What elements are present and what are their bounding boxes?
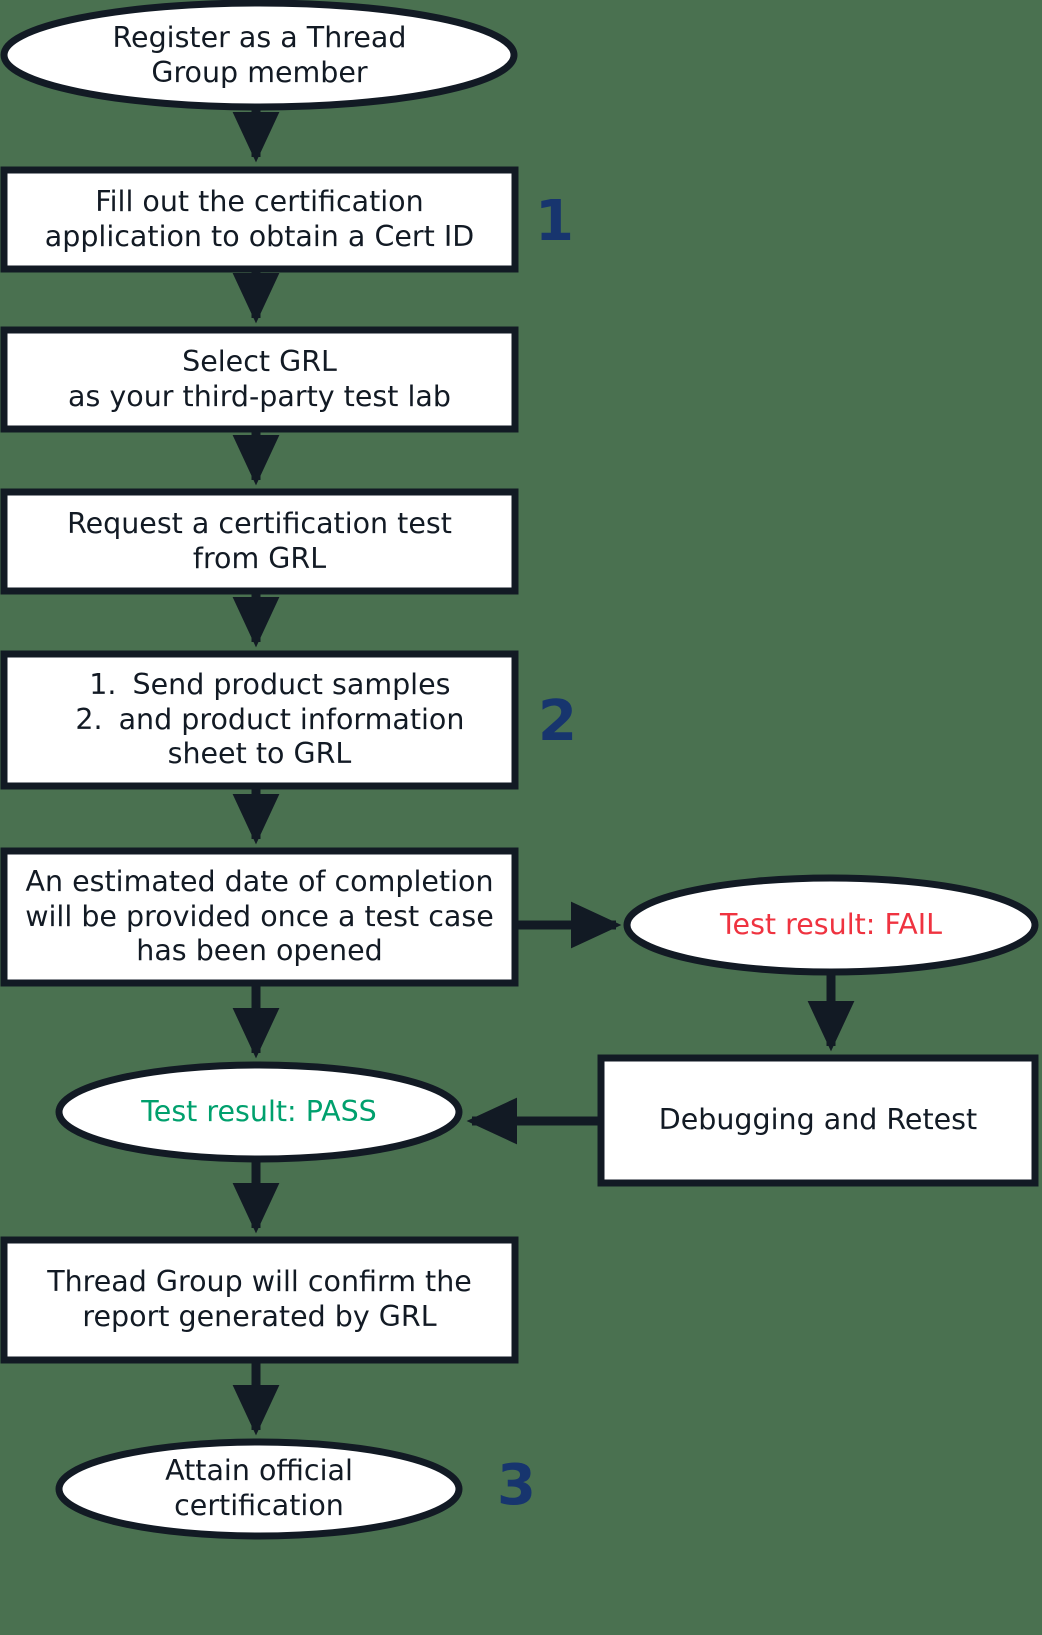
list-item: 2. and product information <box>4 703 515 738</box>
node-result-fail-shape[interactable] <box>623 874 1039 976</box>
list-item-text: Send product samples <box>132 667 451 701</box>
node-request-test-shape[interactable] <box>0 488 519 595</box>
node-register-shape[interactable] <box>0 0 518 111</box>
list-item-number: 2. <box>75 702 103 736</box>
step-number-3: 3 <box>497 1453 536 1518</box>
list-item-number: 1. <box>89 667 117 701</box>
node-debugging-shape[interactable] <box>597 1054 1039 1187</box>
list-item: 1. Send product samples <box>4 668 515 703</box>
list-item-text: sheet to GRL <box>167 737 352 771</box>
step-number-1: 1 <box>535 189 574 254</box>
list-item-text: and product information <box>118 702 465 736</box>
node-confirm-report-shape[interactable] <box>0 1236 519 1364</box>
node-result-pass-shape[interactable] <box>55 1061 463 1163</box>
step-number-2: 2 <box>538 689 577 754</box>
node-select-grl-shape[interactable] <box>0 326 519 433</box>
node-attain-cert-shape[interactable] <box>55 1438 463 1540</box>
node-estimated-date-shape[interactable] <box>0 847 519 987</box>
node-fill-application-shape[interactable] <box>0 166 519 273</box>
list-item-continuation: sheet to GRL <box>4 737 515 772</box>
node-send-samples-shape[interactable] <box>0 650 519 790</box>
node-send-samples-label: 1. Send product samples 2. and product i… <box>4 654 515 786</box>
